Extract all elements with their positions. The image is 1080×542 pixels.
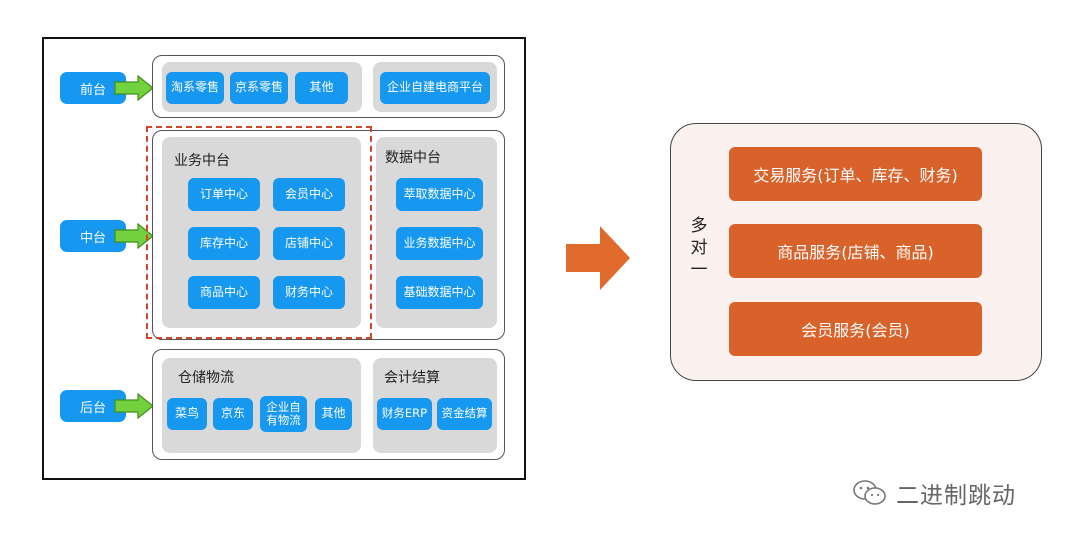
front-platform-chip: 企业自建电商平台: [380, 72, 490, 104]
business-chip: 库存中心: [188, 227, 260, 260]
many-to-one-label: 多 对 一: [688, 215, 710, 281]
business-chip: 财务中心: [273, 276, 345, 309]
logistics-chip: 菜鸟: [167, 398, 207, 430]
data-chip: 基础数据中心: [396, 276, 483, 309]
business-chip: 商品中心: [188, 276, 260, 309]
accounting-chip: 资金结算: [437, 398, 492, 430]
business-chip: 订单中心: [188, 178, 260, 211]
dashed-highlight: [146, 126, 372, 339]
many-to-one-char: 多: [690, 216, 708, 236]
watermark-text: 二进制跳动: [896, 483, 1016, 509]
front-chip: 京系零售: [230, 72, 288, 104]
data-chip: 业务数据中心: [396, 227, 483, 260]
service-trade: 交易服务(订单、库存、财务): [729, 147, 982, 201]
green-arrow-icon: [114, 393, 154, 419]
wechat-icon: [853, 480, 886, 505]
data-panel-title: 数据中台: [385, 150, 441, 166]
business-chip: 会员中心: [273, 178, 345, 211]
watermark: 二进制跳动: [852, 476, 1016, 510]
service-member: 会员服务(会员): [729, 302, 982, 356]
logistics-panel-title: 仓储物流: [178, 370, 234, 386]
logistics-chip: 其他: [315, 398, 352, 430]
many-to-one-char: 一: [690, 260, 708, 280]
green-arrow-icon: [114, 223, 154, 249]
accounting-chip: 财务ERP: [377, 398, 432, 430]
logistics-chip: 企业自 有物流: [260, 396, 307, 432]
business-chip: 店铺中心: [273, 227, 345, 260]
orange-arrow-icon: [566, 226, 630, 290]
business-panel-title: 业务中台: [174, 153, 230, 169]
logistics-chip: 京东: [213, 398, 253, 430]
accounting-panel-title: 会计结算: [384, 370, 440, 386]
green-arrow-icon: [114, 75, 154, 101]
service-product: 商品服务(店铺、商品): [729, 224, 982, 278]
front-chip: 其他: [295, 72, 348, 104]
many-to-one-char: 对: [690, 238, 708, 258]
front-chip: 淘系零售: [166, 72, 224, 104]
data-chip: 萃取数据中心: [396, 178, 483, 211]
